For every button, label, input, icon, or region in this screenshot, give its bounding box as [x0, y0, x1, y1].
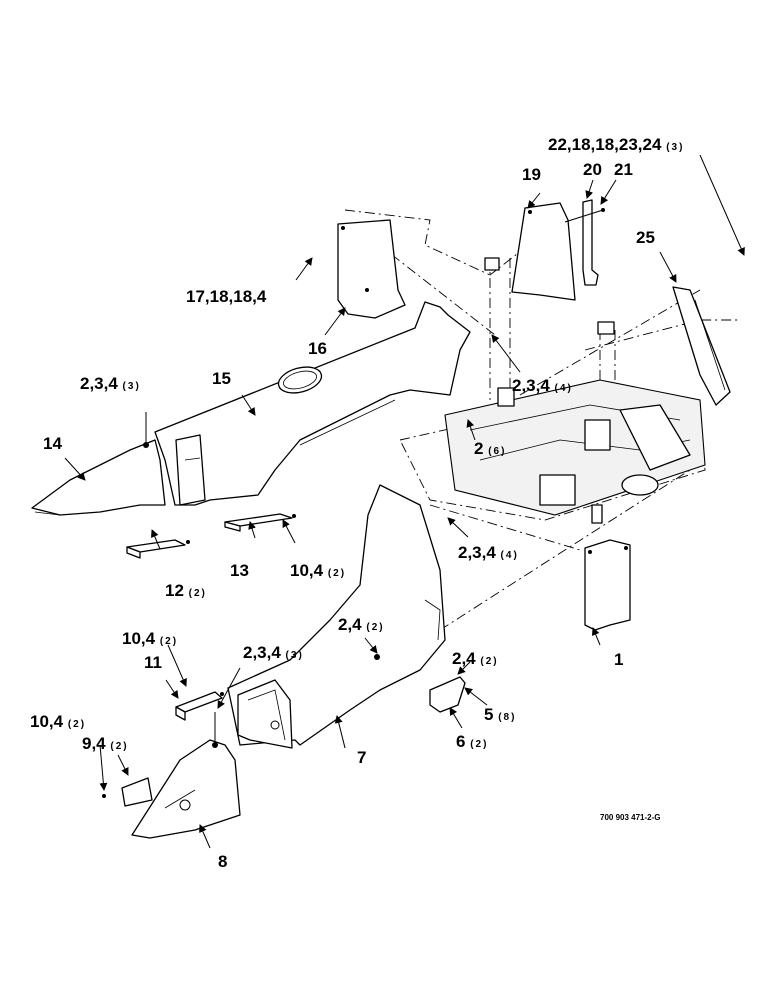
lower-shield-part-7	[227, 484, 446, 749]
callout-19: 19	[522, 165, 541, 184]
callout-14: 14	[43, 434, 62, 453]
callout-1: 1	[614, 650, 623, 669]
callout-labels: 22,18,18,23,24 (3) 19 20 21 25 17,18,18,…	[30, 135, 684, 871]
callout-2: 2 (6)	[474, 439, 506, 458]
callout-6: 6 (2)	[456, 732, 488, 751]
callout-2-4-b: 2,4 (2)	[452, 649, 499, 668]
callout-10-4-c: 10,4 (2)	[30, 712, 86, 731]
end-cap-part-8	[131, 712, 241, 839]
callout-22-18-18-23-24: 22,18,18,23,24 (3)	[548, 135, 684, 154]
callout-2-3-4-c: 2,3,4 (4)	[458, 543, 519, 562]
callout-8: 8	[218, 852, 227, 871]
callout-2-3-4-d: 2,3,4 (3)	[243, 643, 304, 662]
bolt-part-21	[564, 208, 605, 223]
plate-part-6	[429, 676, 466, 713]
callout-13: 13	[230, 561, 249, 580]
callout-2-3-4-b: 2,3,4 (4)	[512, 376, 573, 395]
bracket-part-9	[102, 777, 153, 807]
callout-15: 15	[212, 369, 231, 388]
callout-7: 7	[357, 748, 366, 767]
bracket-part-11	[175, 691, 224, 721]
callout-12: 12 (2)	[165, 581, 207, 600]
end-cap-part-14	[31, 412, 166, 516]
callout-11: 11	[144, 653, 162, 672]
bracket-part-1	[584, 539, 631, 631]
leader-lines	[64, 154, 745, 849]
callout-5: 5 (8)	[484, 705, 516, 724]
callout-9-4: 9,4 (2)	[82, 734, 129, 753]
callout-2-4-a: 2,4 (2)	[338, 615, 385, 634]
callout-10-4-a: 10,4 (2)	[290, 561, 346, 580]
bracket-part-13	[224, 513, 296, 532]
callout-17-18-18-4: 17,18,18,4	[186, 287, 267, 306]
panel-part-16	[337, 219, 406, 319]
callout-25: 25	[636, 228, 655, 247]
callout-10-4-b: 10,4 (2)	[122, 629, 178, 648]
callout-21: 21	[614, 160, 633, 179]
panel-part-25	[672, 286, 731, 406]
bracket-part-12	[126, 539, 190, 559]
frame-assembly	[444, 257, 706, 524]
callout-20: 20	[583, 160, 602, 179]
shield-part-19	[511, 202, 576, 301]
strap-part-20	[582, 199, 599, 286]
drawing-number: 700 903 471-2-G	[600, 813, 661, 822]
callout-16: 16	[308, 339, 327, 358]
callout-2-3-4-a: 2,3,4 (3)	[80, 374, 141, 393]
main-shield-part-15	[154, 301, 471, 506]
